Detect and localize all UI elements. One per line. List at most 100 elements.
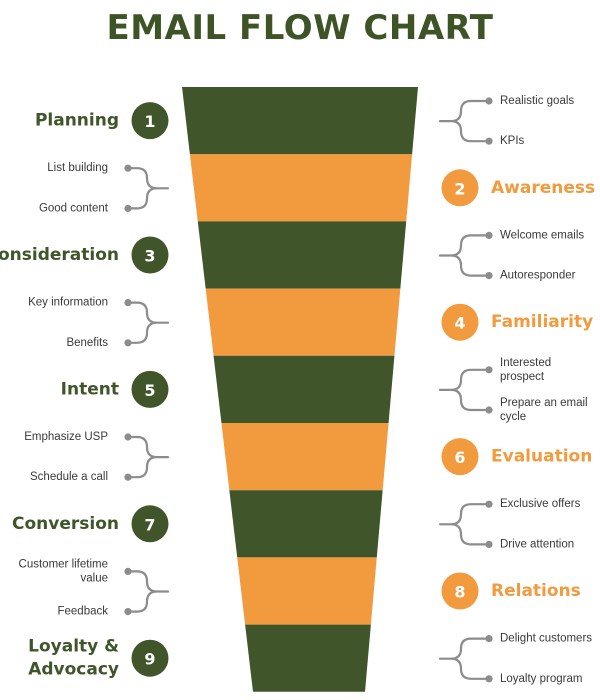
funnel-band-2	[189, 154, 413, 222]
item-bracket-7	[438, 500, 493, 549]
stage-number: 5	[144, 381, 155, 400]
bullet-dot	[124, 164, 132, 172]
sub-item-line: prospect	[500, 371, 545, 383]
sub-item-line: Schedule a call	[30, 471, 108, 483]
sub-item: Exclusive offers	[500, 498, 581, 510]
stage-number: 8	[454, 583, 465, 602]
item-bracket-4	[124, 299, 170, 347]
stage-label-2-line: Awareness	[491, 178, 595, 198]
stage-label-6-line: Evaluation	[491, 447, 592, 467]
stage-number: 4	[454, 314, 465, 333]
bullet-dot	[124, 204, 132, 212]
item-bracket-1	[438, 97, 493, 145]
sub-item: Autoresponder	[500, 270, 576, 282]
sub-item: Schedule a call	[30, 471, 108, 483]
item-bracket-5	[438, 366, 493, 414]
stage-label-7-line: Conversion	[12, 514, 119, 534]
stage-label-5: Intent	[61, 379, 119, 399]
bracket-line	[126, 301, 170, 344]
sub-item: Realistic goals	[500, 95, 574, 107]
bullet-dot	[485, 406, 493, 414]
sub-item-line: KPIs	[500, 135, 525, 147]
sub-item-line: Good content	[39, 202, 109, 214]
sub-item-line: List building	[47, 162, 108, 174]
funnel-band-3	[197, 221, 407, 289]
sub-item: Loyalty program	[500, 673, 582, 685]
stage-number: 9	[144, 650, 155, 669]
stage-circle	[441, 438, 479, 476]
stage-number: 6	[454, 448, 465, 467]
sub-item-line: Customer lifetime	[19, 558, 108, 570]
stage-label-1-line: Planning	[35, 111, 119, 131]
sub-item: Prepare an email cycle	[500, 397, 588, 423]
stage-badge-5: 5	[131, 370, 169, 408]
bullet-dot	[485, 97, 493, 105]
stage-circle	[131, 505, 169, 543]
sub-item-line: cycle	[500, 411, 526, 423]
stage-badge-4: 4	[441, 303, 479, 341]
bullet-dot	[124, 299, 132, 307]
stage-circle	[441, 572, 479, 610]
chart-title: EMAIL FLOW CHART	[106, 8, 494, 48]
funnel-band-7	[229, 490, 383, 558]
stage-label-2: Awareness	[491, 178, 595, 198]
bullet-dot	[485, 231, 493, 239]
bullet-dot	[124, 473, 132, 481]
stage-number: 3	[144, 247, 155, 266]
sub-item-line: Interested	[500, 357, 551, 369]
sub-item-line: Emphasize USP	[24, 431, 108, 443]
stage-label-9-line: Advocacy	[28, 660, 119, 680]
sub-item-line: Realistic goals	[500, 95, 574, 107]
stage-label-8: Relations	[491, 581, 581, 601]
sub-item: Emphasize USP	[24, 431, 108, 443]
stage-label-3-line: Consideration	[0, 245, 119, 265]
sub-item: Benefits	[66, 337, 108, 349]
stage-badge-1: 1	[131, 102, 169, 140]
stage-label-1: Planning	[35, 111, 119, 131]
bracket-line	[438, 503, 491, 546]
bracket-line	[438, 99, 491, 143]
bullet-dot	[124, 433, 132, 441]
stage-label-4: Familiarity	[491, 312, 593, 332]
sub-item: Welcome emails	[500, 229, 584, 241]
sub-item: Feedback	[57, 606, 108, 618]
stage-circle	[131, 102, 169, 140]
sub-item: Drive attention	[500, 538, 574, 550]
bracket-line	[438, 234, 491, 277]
stage-number: 1	[144, 112, 155, 131]
stage-badge-7: 7	[131, 505, 169, 543]
sub-item: KPIs	[500, 135, 525, 147]
funnel-band-8	[237, 557, 377, 625]
sub-item: Good content	[39, 202, 109, 214]
stage-label-8-line: Relations	[491, 581, 581, 601]
stage-label-9-line: Loyalty &	[28, 637, 119, 657]
sub-item-line: Prepare an email	[500, 397, 588, 409]
stage-circle	[441, 169, 479, 207]
sub-item: Interested prospect	[500, 357, 551, 383]
sub-item-line: Autoresponder	[500, 270, 576, 282]
sub-item: Key information	[28, 297, 108, 309]
bullet-dot	[485, 500, 493, 508]
sub-item-line: Loyalty program	[500, 673, 582, 685]
bracket-line	[126, 435, 170, 479]
funnel-band-1	[182, 87, 418, 155]
bullet-dot	[124, 567, 132, 576]
stage-circle	[131, 639, 169, 677]
bullet-dot	[485, 540, 493, 549]
stage-number: 7	[144, 515, 155, 534]
bullet-dot	[485, 137, 493, 145]
stage-number: 2	[454, 179, 465, 198]
bullet-dot	[485, 366, 493, 374]
bracket-line	[438, 368, 491, 412]
sub-item-line: Delight customers	[500, 633, 592, 645]
stage-badge-8: 8	[441, 572, 479, 610]
bullet-dot	[485, 675, 493, 683]
funnel-band-5	[213, 355, 395, 423]
stage-badge-3: 3	[131, 236, 169, 274]
sub-item-line: Key information	[28, 297, 108, 309]
bullet-dot	[124, 339, 132, 347]
bracket-line	[126, 570, 170, 613]
